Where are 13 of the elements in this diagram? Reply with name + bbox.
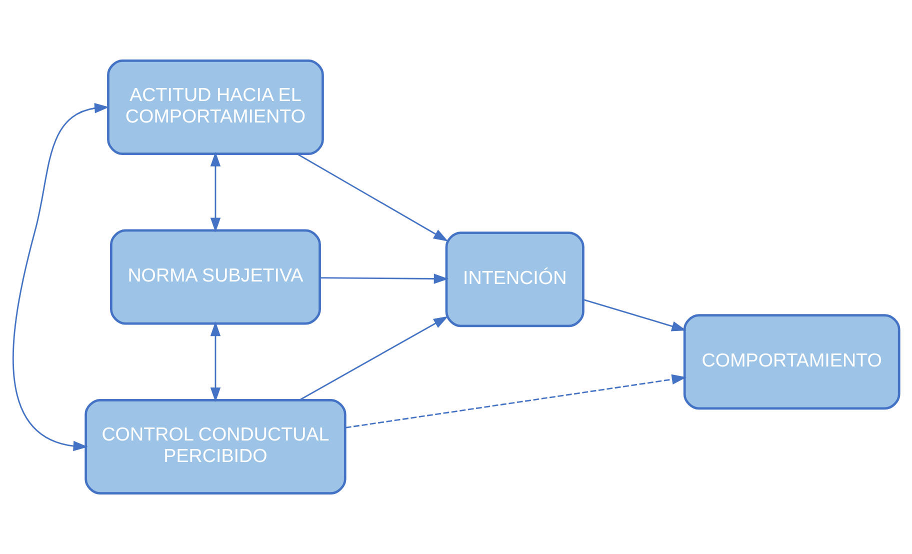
- node-box: ACTITUD HACIA EL COMPORTAMIENTO: [107, 60, 324, 155]
- arrow: [583, 298, 686, 332]
- arrow: [210, 152, 221, 232]
- arrow: [299, 316, 448, 401]
- node-box: NORMA SUBJETIVA: [110, 229, 321, 325]
- arrow: [320, 274, 449, 284]
- arrow: [345, 374, 686, 428]
- node-box: INTENCIÓN: [445, 232, 584, 328]
- arrow: [12, 103, 110, 452]
- arrow: [210, 321, 221, 402]
- node-box: CONTROL CONDUCTUAL PERCIBIDO: [84, 399, 346, 494]
- node-box: COMPORTAMIENTO: [683, 314, 900, 410]
- arrow: [296, 153, 448, 242]
